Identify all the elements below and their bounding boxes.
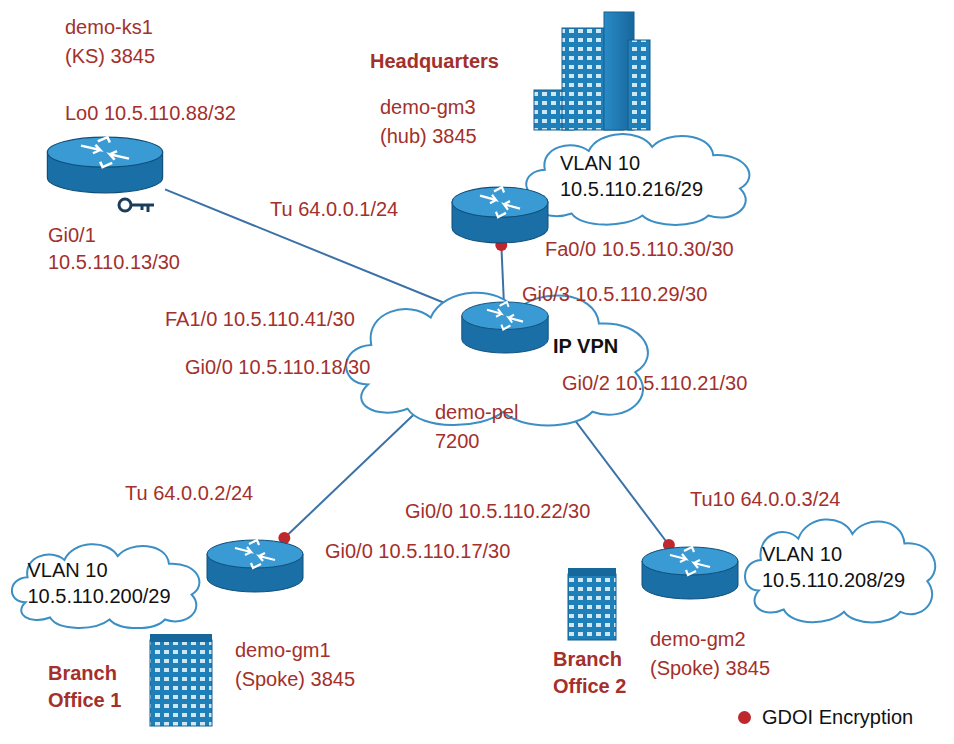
router-node: demo-gm2 (Spoke) 3845 bbox=[640, 545, 740, 601]
vlan-label: VLAN 10 10.5.110.216/29 bbox=[560, 150, 720, 202]
site-label: Headquarters bbox=[370, 48, 499, 75]
interface-label: Gi0/0 10.5.110.18/30 bbox=[185, 354, 370, 381]
device-label: Lo0 10.5.110.88/32 bbox=[65, 99, 236, 128]
vlan-label: VLAN 10 10.5.110.200/29 bbox=[28, 557, 188, 609]
interface-label: Fa0/0 10.5.110.30/30 bbox=[545, 236, 734, 263]
cloud-shape bbox=[5, 535, 210, 631]
cloud-node: VLAN 10 10.5.110.208/29 bbox=[738, 508, 946, 626]
router-icon bbox=[450, 185, 550, 245]
router-node: demo-gm1 (Spoke) 3845 bbox=[205, 538, 305, 594]
interface-label: Gi0/2 10.5.110.21/30 bbox=[562, 370, 747, 397]
router-node: demo-pel 7200 bbox=[460, 300, 550, 355]
network-link bbox=[501, 245, 503, 300]
cloud-node: VLAN 10 10.5.110.216/29 bbox=[518, 124, 762, 228]
cloud-label: IP VPN bbox=[553, 332, 618, 361]
network-link bbox=[165, 189, 460, 309]
router-icon bbox=[45, 135, 165, 195]
device-label: demo-gm3 (hub) 3845 bbox=[380, 93, 498, 151]
device-label: demo-gm2 (Spoke) 3845 bbox=[650, 625, 790, 683]
branch1-building bbox=[150, 634, 212, 726]
vlan-label: VLAN 10 10.5.110.208/29 bbox=[762, 541, 922, 593]
interface-label: Gi0/1 10.5.110.13/30 bbox=[48, 222, 208, 276]
interface-label: Gi0/0 10.5.110.17/30 bbox=[325, 538, 510, 565]
cloud-shape bbox=[738, 508, 946, 626]
interface-label: Tu10 64.0.0.3/24 bbox=[690, 486, 841, 513]
router-icon bbox=[205, 538, 305, 594]
branch2-building bbox=[568, 568, 616, 640]
interface-label: FA1/0 10.5.110.41/30 bbox=[165, 306, 355, 333]
interface-label: Tu 64.0.0.2/24 bbox=[125, 480, 253, 507]
cloud-shape bbox=[518, 124, 762, 228]
device-label: demo-gm1 (Spoke) 3845 bbox=[235, 636, 375, 694]
legend-text: GDOI Encryption bbox=[762, 704, 913, 730]
key-icon bbox=[119, 199, 154, 212]
router-node: demo-ks1 (KS) 3845Lo0 10.5.110.88/32 bbox=[45, 135, 165, 195]
site-label: Branch Office 2 bbox=[553, 646, 649, 700]
router-node: demo-gm3 (hub) 3845 bbox=[450, 185, 550, 245]
router-icon bbox=[640, 545, 740, 601]
device-label: demo-pel 7200 bbox=[435, 398, 530, 456]
legend-swatch bbox=[738, 711, 751, 724]
hq-buildings bbox=[534, 12, 650, 130]
interface-label: Gi0/3 10.5.110.29/30 bbox=[522, 281, 707, 308]
site-label: Branch Office 1 bbox=[48, 660, 144, 714]
cloud-node: VLAN 10 10.5.110.200/29 bbox=[5, 535, 210, 631]
router-icon bbox=[460, 300, 550, 355]
device-label: demo-ks1 (KS) 3845 bbox=[65, 13, 185, 71]
interface-label: Tu 64.0.0.1/24 bbox=[270, 196, 398, 223]
interface-label: Gi0/0 10.5.110.22/30 bbox=[405, 498, 590, 525]
